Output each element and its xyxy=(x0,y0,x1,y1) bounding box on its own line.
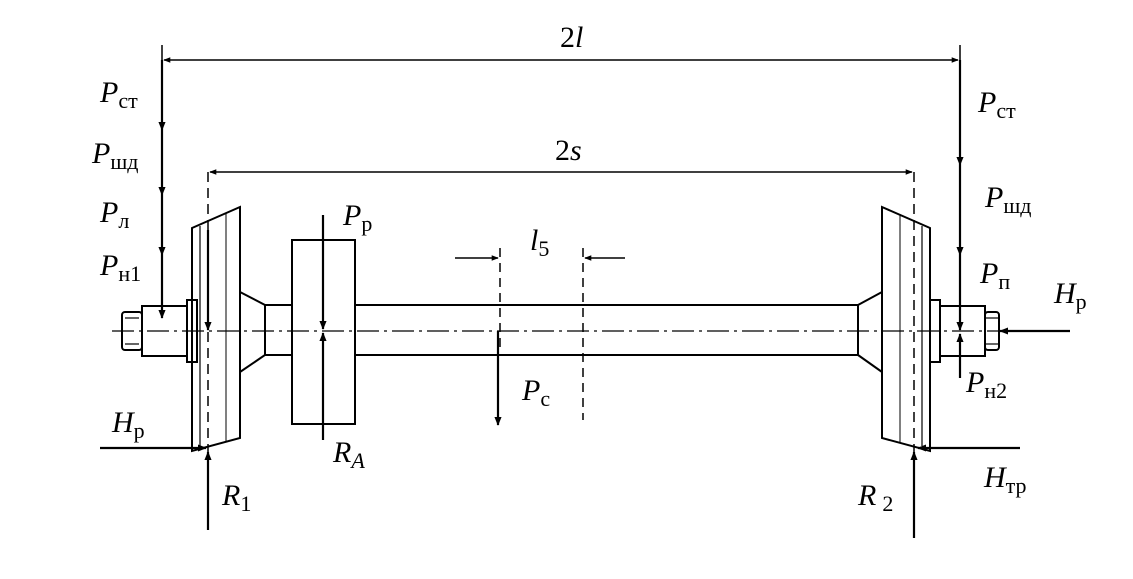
dimension-2s: 2s xyxy=(207,134,915,470)
dim-2l-var: l xyxy=(575,21,583,54)
label-h-tr: Hтр xyxy=(983,461,1027,498)
label-h-r-left: Hр xyxy=(111,406,145,443)
force-arrows xyxy=(100,60,1070,538)
left-wheel xyxy=(191,205,241,453)
label-p-st-left: Pст xyxy=(99,76,138,113)
label-p-c: Pс xyxy=(521,374,550,411)
svg-text:2l: 2l xyxy=(560,21,583,54)
label-p-shd-left: Pшд xyxy=(91,137,138,174)
dim-2s-num: 2 xyxy=(555,134,570,167)
right-wheel xyxy=(881,205,931,453)
dim-2l-num: 2 xyxy=(560,21,575,54)
label-p-l: Pл xyxy=(99,196,129,233)
label-h-r-right: Hр xyxy=(1053,277,1087,314)
dimension-l5: l5 xyxy=(455,224,625,420)
dimension-2l: 2l xyxy=(161,21,961,100)
dim-l5-sub: 5 xyxy=(538,236,549,261)
force-labels: Pст Pшд Pл Pн1 Pр Pс Pст Pшд Pп Pн2 Hр H… xyxy=(91,76,1087,516)
label-p-shd-right: Pшд xyxy=(984,181,1031,218)
label-r-1: R1 xyxy=(221,479,251,516)
dim-2s-var: s xyxy=(570,134,582,167)
label-p-st-right: Pст xyxy=(977,86,1016,123)
svg-text:2s: 2s xyxy=(555,134,582,167)
axle-assembly xyxy=(121,205,1000,453)
dim-l5-var: l xyxy=(530,224,538,257)
label-p-p: Pп xyxy=(979,257,1010,294)
svg-text:l5: l5 xyxy=(530,224,549,261)
label-r-a: RA xyxy=(332,436,365,473)
label-p-n1: Pн1 xyxy=(99,249,141,286)
label-p-n2: Pн2 xyxy=(965,366,1007,403)
label-p-r: Pр xyxy=(342,199,372,236)
